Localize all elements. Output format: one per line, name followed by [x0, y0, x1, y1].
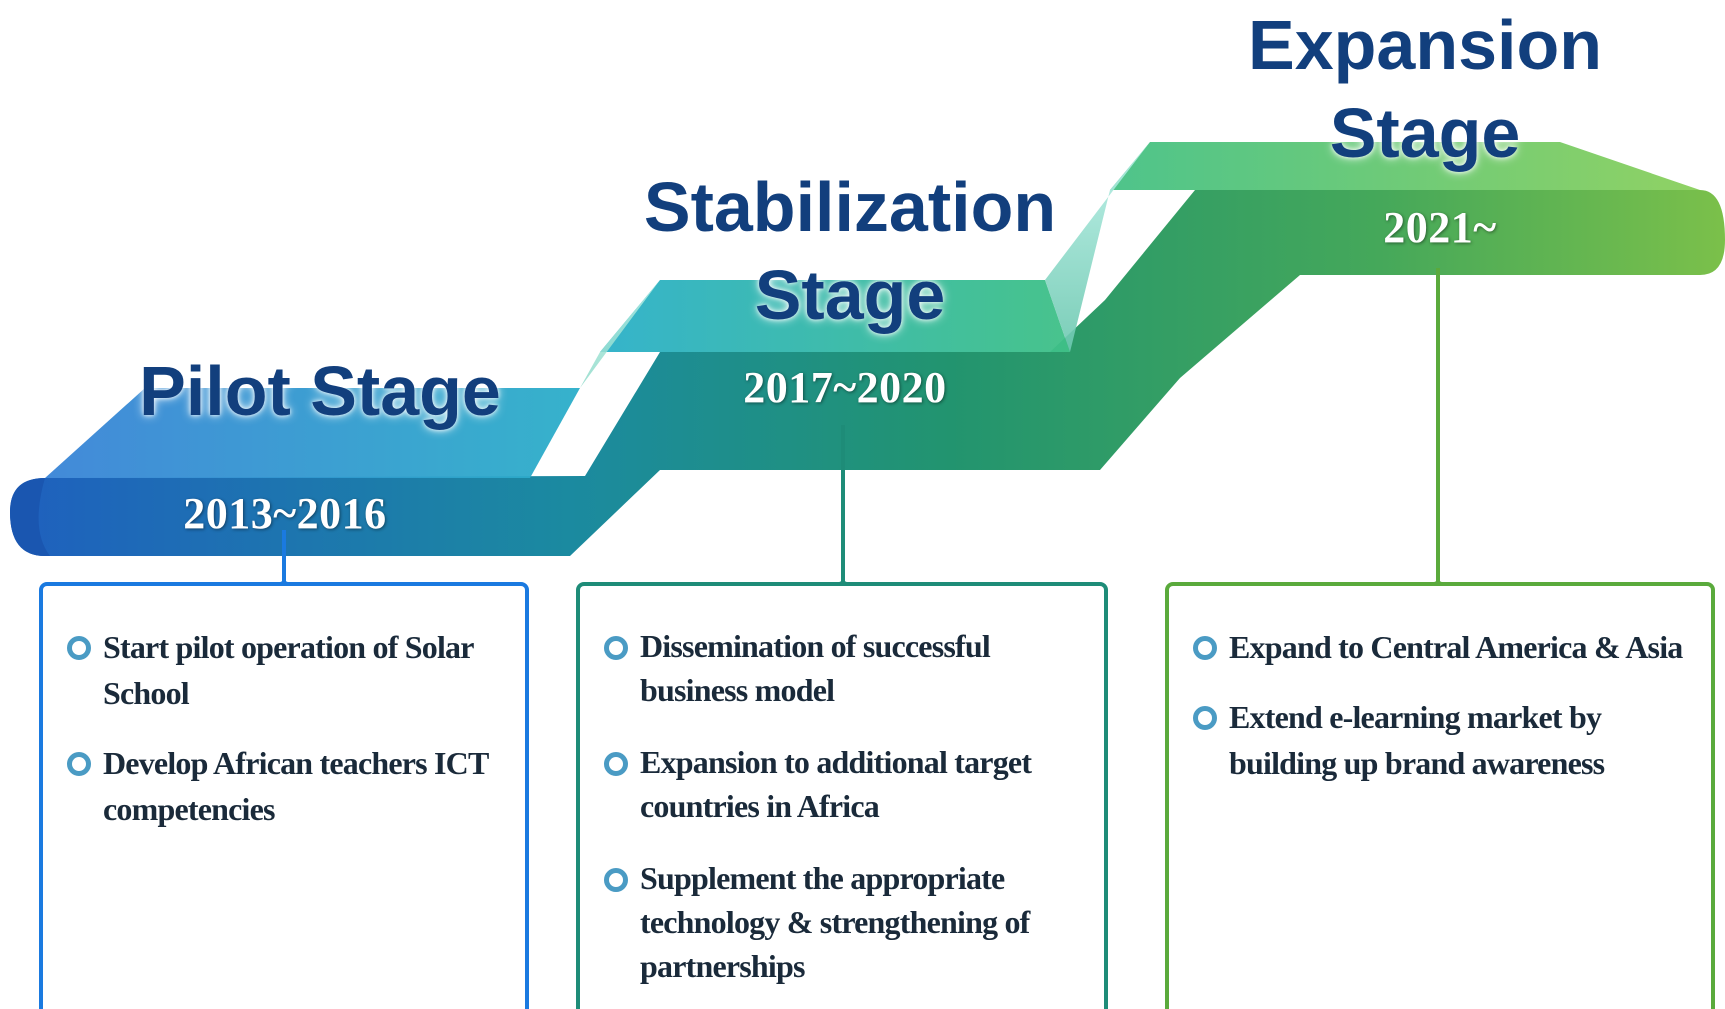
ribbon-top-3: [1110, 142, 1700, 190]
stage-item-list: Expand to Central America & Asia Extend …: [1169, 586, 1711, 786]
stage-title-line: Stabilization: [643, 168, 1057, 246]
ribbon-front-lower: [10, 190, 1725, 556]
list-item: Start pilot operation of Solar School: [43, 624, 525, 716]
stage-years-expansion: 2021~: [1383, 203, 1497, 252]
ribbon-top-1: [45, 388, 580, 478]
list-item-text: Expand to Central America & Asia: [1229, 629, 1683, 665]
stage-title-line: Stage: [754, 256, 946, 334]
bullet-icon: [604, 868, 628, 892]
list-item-text: Extend e-learning market by building up …: [1229, 699, 1605, 781]
list-item: Expand to Central America & Asia: [1169, 624, 1711, 670]
list-item-text: Start pilot operation of Solar School: [103, 629, 474, 711]
bullet-icon: [67, 752, 91, 776]
stage-box-stabilization: Dissemination of successful business mod…: [576, 582, 1108, 1009]
stage-title-expansion: Expansion Stage: [1190, 10, 1660, 168]
bullet-icon: [67, 636, 91, 660]
bullet-icon: [1193, 636, 1217, 660]
stage-title-line: Pilot Stage: [139, 352, 501, 430]
bullet-icon: [604, 636, 628, 660]
bullet-icon: [604, 752, 628, 776]
list-item: Develop African teachers ICT competencie…: [43, 740, 525, 832]
stage-years-pilot: 2013~2016: [183, 489, 387, 538]
stage-title-stabilization: Stabilization Stage: [610, 172, 1090, 330]
ribbon-ramp-2: [1045, 142, 1150, 352]
list-item-text: Dissemination of successful business mod…: [640, 628, 991, 708]
stage-years-stabilization: 2017~2020: [743, 363, 947, 412]
ribbon-left-cap: [10, 478, 50, 556]
list-item-text: Supplement the appropriate technology & …: [640, 860, 1030, 984]
list-item: Dissemination of successful business mod…: [580, 624, 1104, 712]
list-item: Supplement the appropriate technology & …: [580, 856, 1104, 988]
stage-box-expansion: Expand to Central America & Asia Extend …: [1165, 582, 1715, 1009]
list-item: Extend e-learning market by building up …: [1169, 694, 1711, 786]
bullet-icon: [1193, 706, 1217, 730]
stage-title-line: Expansion: [1248, 6, 1602, 84]
ribbon-top-2: [600, 280, 1070, 352]
stage-title-line: Stage: [1329, 94, 1521, 172]
stage-item-list: Dissemination of successful business mod…: [580, 586, 1104, 988]
list-item: Expansion to additional target countries…: [580, 740, 1104, 828]
list-item-text: Develop African teachers ICT competencie…: [103, 745, 489, 827]
stage-title-pilot: Pilot Stage: [110, 356, 530, 426]
list-item-text: Expansion to additional target countries…: [640, 744, 1032, 824]
stage-box-pilot: Start pilot operation of Solar School De…: [39, 582, 529, 1009]
stage-item-list: Start pilot operation of Solar School De…: [43, 586, 525, 832]
